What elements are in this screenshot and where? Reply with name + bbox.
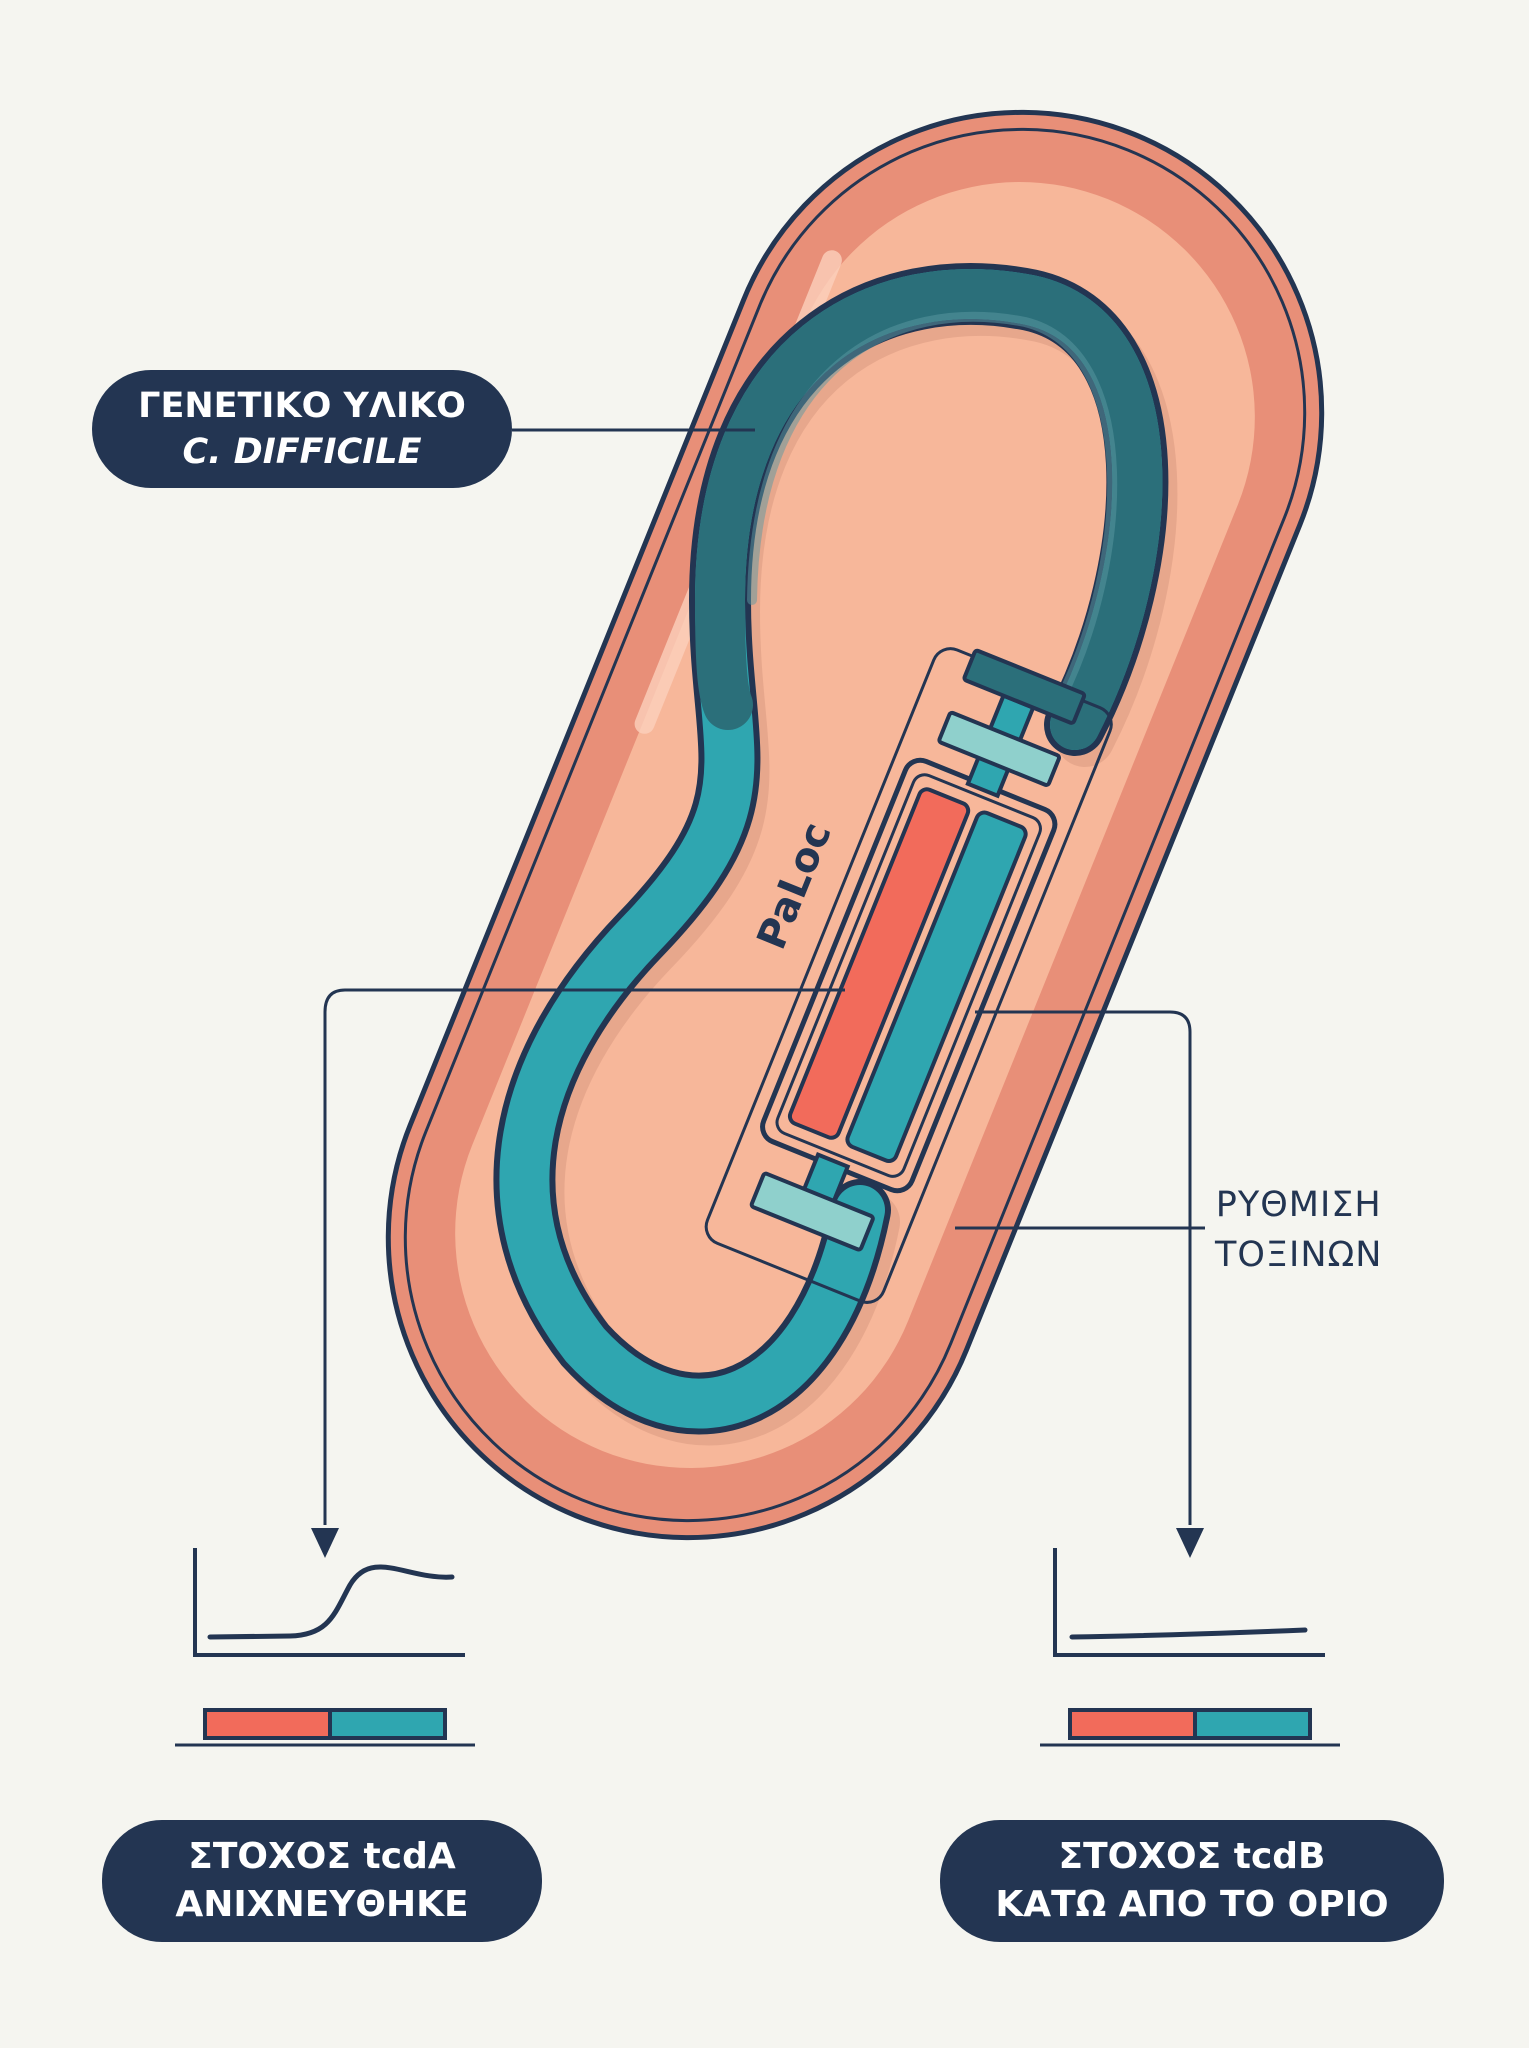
flat-curve-icon — [1069, 1627, 1308, 1640]
cell-membrane-inner-line — [403, 127, 1307, 1523]
gene-bar-icon — [1068, 1708, 1197, 1740]
cell-cytoplasm — [455, 182, 1255, 1468]
genetic-material-label: ΓΕΝΕΤΙΚΟ ΥΛΙΚΟ C. DIFFICILE — [92, 370, 512, 488]
dna-strand — [493, 263, 1178, 1446]
toxin-regulation-label: ΡΥΘΜΙΣΗ ΤΟΞΙΝΩΝ — [1215, 1180, 1382, 1280]
tcda-line2: ΑΝΙΧΝΕΥΘΗΚΕ — [175, 1884, 469, 1925]
dna-dark-segment — [694, 269, 1163, 750]
gene-bar-icon — [1193, 1708, 1312, 1740]
tcdb-line1: ΣΤΟΧΟΣ tcdB — [1058, 1836, 1326, 1877]
down-arrow-icon — [1176, 1528, 1204, 1558]
tcda-chart-axes — [193, 1548, 465, 1657]
tcda-amplification-chart — [175, 1548, 475, 1747]
sigmoid-curve-icon — [207, 1564, 455, 1640]
down-arrow-icon — [311, 1528, 339, 1558]
cap-light-bottom — [749, 1171, 875, 1252]
tcda-leader-line — [323, 988, 845, 1525]
genetic-material-line2: C. DIFFICILE — [182, 432, 422, 472]
tcda-result-label: ΣΤΟΧΟΣ tcdA ΑΝΙΧΝΕΥΘΗΚΕ — [102, 1820, 542, 1942]
paloc-box-inner — [775, 773, 1042, 1178]
tcdb-result-label: ΣΤΟΧΟΣ tcdB ΚΑΤΩ ΑΠΟ ΤΟ ΟΡΙΟ — [940, 1820, 1444, 1942]
toxin-regulation-line1: ΡΥΘΜΙΣΗ — [1215, 1185, 1382, 1225]
dna-highlight — [747, 311, 1118, 705]
tcda-gene-bar — [787, 787, 971, 1140]
gene-bar-icon — [203, 1708, 332, 1740]
tcdb-line2: ΚΑΤΩ ΑΠΟ ΤΟ ΟΡΙΟ — [995, 1884, 1389, 1925]
gene-bar-icon — [328, 1708, 447, 1740]
cap-dark-top — [962, 648, 1087, 725]
bacterium-cell — [385, 109, 1325, 1541]
tcdb-amplification-chart — [1040, 1548, 1340, 1747]
tcdb-leader-line — [975, 1010, 1192, 1525]
genetic-material-line1: ΓΕΝΕΤΙΚΟ ΥΛΙΚΟ — [138, 386, 466, 426]
cap-light-top — [937, 710, 1061, 787]
toxin-regulation-line2: ΤΟΞΙΝΩΝ — [1215, 1235, 1383, 1275]
tcda-line1: ΣΤΟΧΟΣ tcdA — [188, 1836, 456, 1877]
tcdb-chart-axes — [1053, 1548, 1325, 1657]
tcdb-gene-bar — [845, 810, 1028, 1163]
